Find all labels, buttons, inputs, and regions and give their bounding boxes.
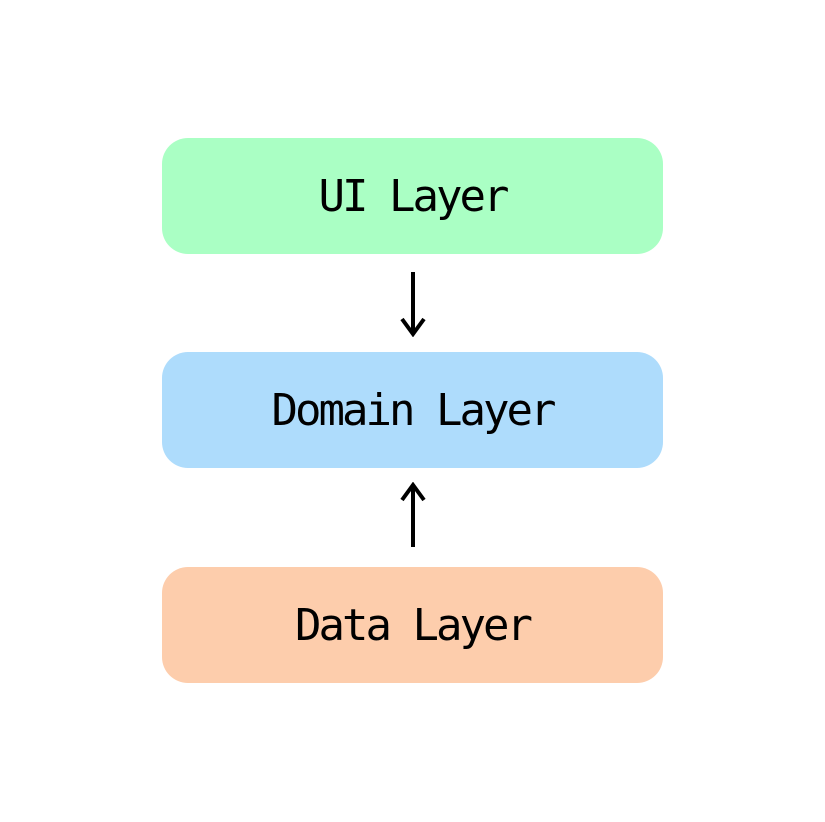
arrow-down-head [400,317,426,337]
arrow-down-stroke [400,272,426,337]
node-ui-layer-label: UI Layer [318,170,510,222]
arrow-down-icon [400,272,426,337]
node-domain-layer: Domain Layer [162,352,663,468]
arrow-up-icon [400,482,426,547]
node-data-layer: Data Layer [162,567,663,683]
node-data-layer-label: Data Layer [295,599,533,651]
node-ui-layer: UI Layer [162,138,663,254]
node-domain-layer-label: Domain Layer [271,384,557,436]
arrow-up-head [400,482,426,502]
arrow-up-stroke [400,482,426,547]
